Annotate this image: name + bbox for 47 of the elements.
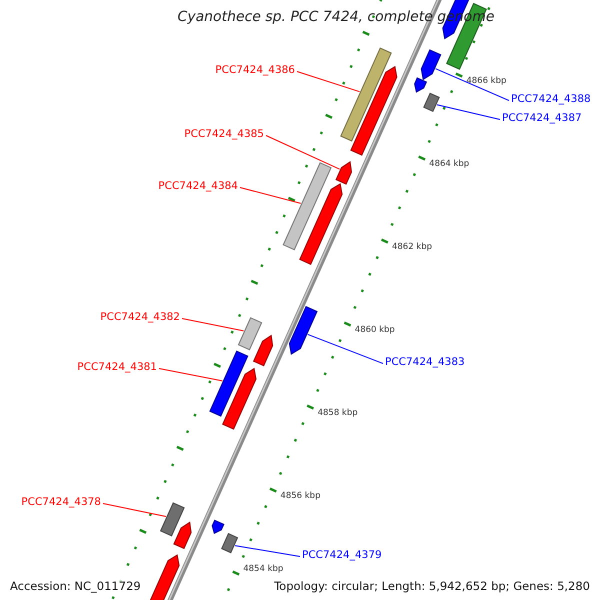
gene-feature xyxy=(222,368,257,430)
gene-feature xyxy=(288,306,318,355)
gene-feature xyxy=(414,77,428,93)
gene-feature xyxy=(212,520,224,534)
scale-label: 4864 kbp xyxy=(429,159,470,170)
gene-bar xyxy=(423,92,440,112)
gene-label: PCC7424_4379 xyxy=(302,549,382,562)
scale-label: 4856 kbp xyxy=(280,491,320,502)
gene-label: PCC7424_4381 xyxy=(77,361,157,374)
gene-feature xyxy=(173,521,192,550)
gene-bar xyxy=(160,502,185,536)
scale-label: 4860 kbp xyxy=(354,325,395,336)
gene-label: PCC7424_4386 xyxy=(215,64,295,77)
leader-line xyxy=(102,503,166,517)
gene-label: PCC7424_4382 xyxy=(100,311,180,324)
scale-label: 4866 kbp xyxy=(466,76,506,88)
gene-bar xyxy=(238,317,262,350)
leader-line xyxy=(182,318,244,332)
gene-label: PCC7424_4378 xyxy=(21,496,101,509)
gene-label: PCC7424_4388 xyxy=(511,93,591,106)
gene-bar xyxy=(209,350,248,417)
leader-line xyxy=(234,545,300,557)
gene-feature xyxy=(252,334,274,366)
scale-label: 4854 kbp xyxy=(243,564,284,576)
leader-line xyxy=(435,68,510,101)
scale-label: 4858 kbp xyxy=(318,408,358,420)
leader-line xyxy=(240,187,302,204)
accession-text: Accession: NC_011729 xyxy=(8,579,143,593)
leader-line xyxy=(436,104,500,120)
leader-line xyxy=(158,368,223,382)
gene-label: PCC7424_4387 xyxy=(502,112,582,125)
genome-summary-text: Topology: circular; Length: 5,942,652 bp; Genes: 5,280 xyxy=(272,579,592,593)
gene-feature xyxy=(299,183,343,265)
gene-bar xyxy=(340,47,392,142)
gene-feature xyxy=(350,66,398,156)
leader-line xyxy=(266,135,340,170)
gene-bar xyxy=(221,532,238,554)
scale-label: 4862 kbp xyxy=(392,242,432,254)
gene-label: PCC7424_4384 xyxy=(158,180,238,193)
gene-label: PCC7424_4385 xyxy=(184,128,264,141)
leader-line xyxy=(307,334,384,364)
gene-bar xyxy=(282,162,332,250)
gene-feature xyxy=(420,49,442,80)
diagram-title: Cyanothece sp. PCC 7424, complete genome xyxy=(176,8,496,27)
leader-line xyxy=(296,71,360,92)
gene-label: PCC7424_4383 xyxy=(385,356,465,369)
gene-feature xyxy=(335,161,352,185)
